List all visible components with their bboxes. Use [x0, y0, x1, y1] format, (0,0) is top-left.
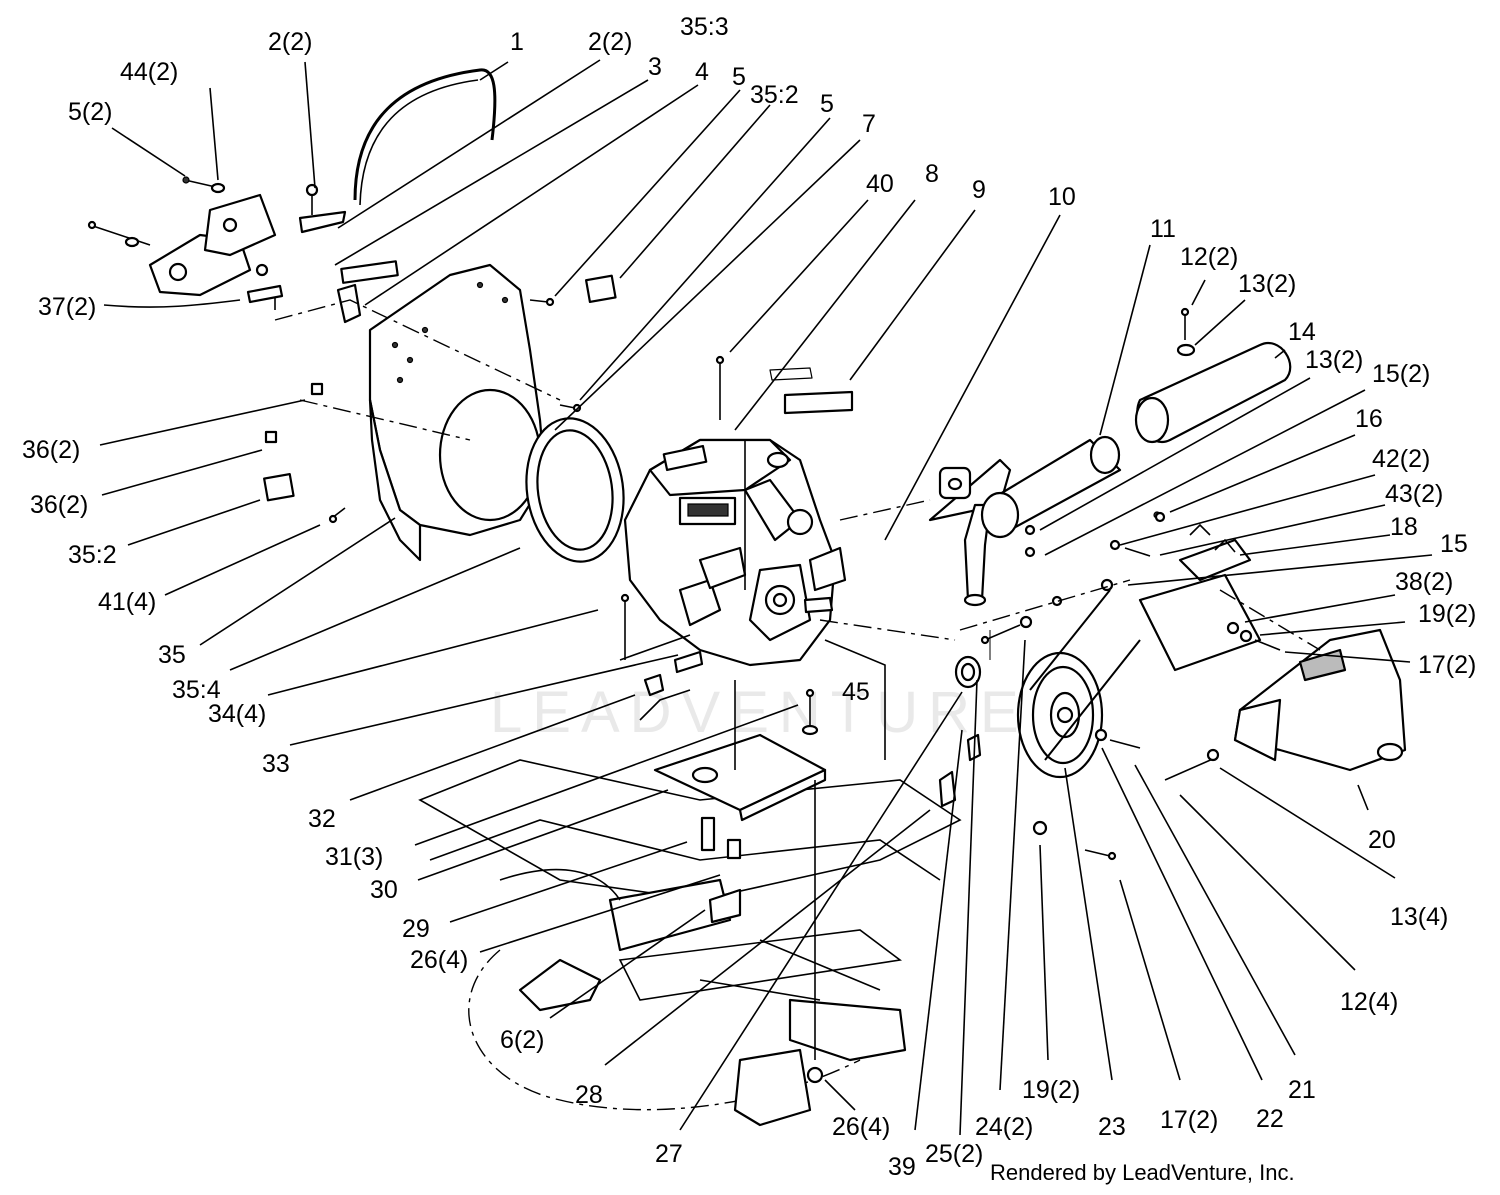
foam-block [263, 472, 295, 502]
muffler [928, 307, 1292, 607]
callout-18: 18 [1390, 513, 1418, 541]
callout-30: 30 [370, 876, 398, 904]
belt-shield [1138, 523, 1262, 672]
callout-21: 21 [1288, 1076, 1316, 1104]
callout-9: 9 [972, 176, 986, 204]
callout-28: 28 [575, 1081, 603, 1109]
callout-3: 3 [648, 53, 662, 81]
callout-27: 27 [655, 1140, 683, 1168]
leader-lines [99, 59, 1433, 1136]
callout-34-4: 34(4) [208, 700, 266, 728]
callout-11: 11 [1150, 215, 1176, 243]
callout-45: 45 [842, 678, 870, 706]
callout-20: 20 [1368, 826, 1396, 854]
callout-40: 40 [866, 170, 894, 198]
callout-25-2: 25(2) [925, 1140, 983, 1168]
callout-35-3: 35:3 [680, 13, 729, 41]
foam-block [584, 274, 617, 304]
callout-5: 5 [732, 63, 746, 91]
callout-32: 32 [308, 805, 336, 833]
callout-42-2: 42(2) [1372, 445, 1430, 473]
callout-13-2: 13(2) [1238, 270, 1296, 298]
engine-mount-plate [639, 650, 827, 1084]
callout-13-4: 13(4) [1390, 903, 1448, 931]
callout-39: 39 [888, 1153, 916, 1181]
drive-belt [1029, 589, 1141, 761]
callout-35-2: 35:2 [750, 81, 799, 109]
decal [783, 390, 854, 415]
callout-26-4: 26(4) [832, 1113, 890, 1141]
callout-17-2: 17(2) [1418, 651, 1476, 679]
watermark: LEADVENTURE [490, 680, 1029, 745]
callout-36-2: 36(2) [22, 436, 80, 464]
callout-35-2: 35:2 [68, 541, 117, 569]
blower-housing [274, 260, 561, 562]
callout-26-4: 26(4) [410, 946, 468, 974]
callout-29: 29 [402, 915, 430, 943]
callout-24-2: 24(2) [975, 1113, 1033, 1141]
engine [620, 355, 847, 667]
callout-44-2: 44(2) [120, 58, 178, 86]
callout-38-2: 38(2) [1395, 568, 1453, 596]
callout-37-2: 37(2) [38, 293, 96, 321]
callout-7: 7 [862, 110, 876, 138]
callout-8: 8 [925, 160, 939, 188]
callout-2-2: 2(2) [268, 28, 312, 56]
callout-10: 10 [1048, 183, 1076, 211]
callout-1: 1 [510, 28, 524, 56]
callout-labels: 1 2(2) 2(2) 35:3 3 4 5 35:2 5 7 44(2) 5(… [22, 13, 1476, 1181]
callout-15-2: 15(2) [1372, 360, 1430, 388]
callout-19-2: 19(2) [1418, 600, 1476, 628]
callout-17-2: 17(2) [1160, 1106, 1218, 1134]
fasteners-right [938, 511, 1281, 861]
callout-12-2: 12(2) [1180, 243, 1238, 271]
throttle-bracket-assembly [87, 176, 347, 310]
callout-23: 23 [1098, 1113, 1126, 1141]
engine-cover-shroud [1233, 628, 1407, 772]
callout-22: 22 [1256, 1105, 1284, 1133]
callout-35-4: 35:4 [172, 676, 221, 704]
gasket-ring [525, 417, 625, 563]
wire-loop [353, 68, 497, 201]
callout-43-2: 43(2) [1385, 480, 1443, 508]
callout-14: 14 [1288, 318, 1316, 346]
callout-12-4: 12(4) [1340, 988, 1398, 1016]
callout-5-2: 5(2) [68, 98, 112, 126]
callout-5: 5 [820, 90, 834, 118]
callout-36-2: 36(2) [30, 491, 88, 519]
callout-15: 15 [1440, 530, 1468, 558]
callout-41-4: 41(4) [98, 588, 156, 616]
callout-6-2: 6(2) [500, 1026, 544, 1054]
callout-19-2: 19(2) [1022, 1076, 1080, 1104]
render-credit: Rendered by LeadVenture, Inc. [990, 1160, 1295, 1185]
drive-pulley [954, 651, 1104, 779]
callout-16: 16 [1355, 405, 1383, 433]
callout-31-3: 31(3) [325, 843, 383, 871]
callout-2-2: 2(2) [588, 28, 632, 56]
callout-33: 33 [262, 750, 290, 778]
callout-35: 35 [158, 641, 186, 669]
mower-frame [418, 759, 962, 1127]
callout-4: 4 [695, 58, 709, 86]
callout-13-2: 13(2) [1305, 346, 1363, 374]
